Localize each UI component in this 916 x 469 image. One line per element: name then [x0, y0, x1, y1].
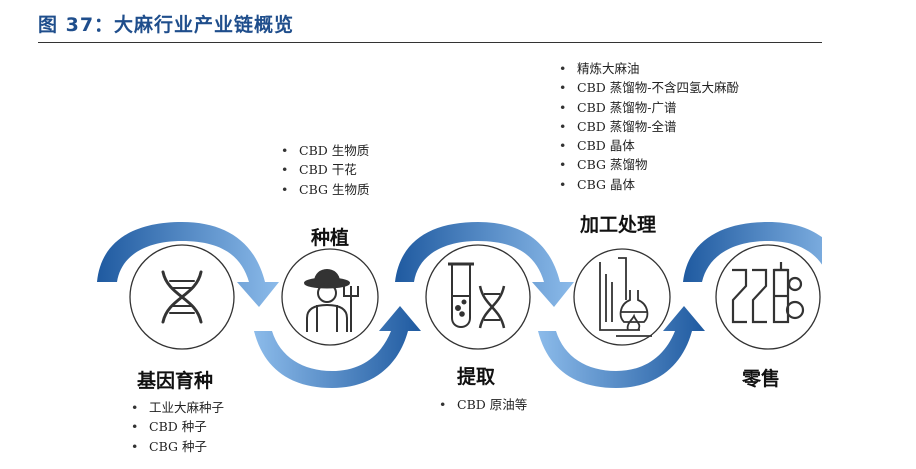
list-item: CBG 生物质	[281, 180, 369, 199]
flow-arc-bottom-1	[254, 306, 421, 388]
stage-label-processing: 加工处理	[580, 214, 657, 236]
dna-icon	[161, 270, 203, 324]
title-divider	[38, 42, 822, 43]
stage-label-breeding: 基因育种	[137, 370, 214, 392]
list-item: CBG 晶体	[559, 175, 739, 194]
product-bottles-icon	[731, 262, 805, 324]
flow-arc-top-1	[97, 222, 279, 307]
processing-items: 精炼大麻油 CBD 蒸馏物-不含四氢大麻酚 CBD 蒸馏物-广谱 CBD 蒸馏物…	[559, 59, 739, 194]
extraction-items: CBD 原油等	[439, 395, 527, 414]
lab-equipment-icon	[599, 257, 652, 337]
farmer-icon	[304, 269, 359, 332]
flow-arc-top-3	[683, 222, 822, 282]
list-item: 精炼大麻油	[559, 59, 739, 78]
figure-title: 图 37：大麻行业产业链概览	[38, 14, 295, 36]
stage-label-extraction: 提取	[457, 366, 496, 388]
stage-label-retail: 零售	[742, 368, 781, 390]
planting-items: CBD 生物质 CBD 干花 CBG 生物质	[281, 141, 369, 199]
list-item: CBG 种子	[131, 437, 224, 456]
list-item: CBD 蒸馏物-全谱	[559, 117, 739, 136]
flow-arc-top-2	[395, 222, 574, 307]
list-item: CBD 原油等	[439, 395, 527, 414]
list-item: CBG 蒸馏物	[559, 155, 739, 174]
list-item: CBD 生物质	[281, 141, 369, 160]
flow-arc-bottom-2	[538, 306, 705, 388]
list-item: 工业大麻种子	[131, 398, 224, 417]
list-item: CBD 晶体	[559, 136, 739, 155]
list-item: CBD 蒸馏物-广谱	[559, 98, 739, 117]
stage-label-planting: 种植	[311, 227, 350, 249]
breeding-items: 工业大麻种子 CBD 种子 CBG 种子	[131, 398, 224, 456]
stage-circle-planting	[281, 248, 379, 346]
list-item: CBD 干花	[281, 160, 369, 179]
list-item: CBD 蒸馏物-不含四氢大麻酚	[559, 78, 739, 97]
list-item: CBD 种子	[131, 417, 224, 436]
test-tube-dna-icon	[448, 262, 506, 329]
stage-circle-extraction	[425, 244, 531, 350]
stage-circle-retail	[715, 244, 821, 350]
